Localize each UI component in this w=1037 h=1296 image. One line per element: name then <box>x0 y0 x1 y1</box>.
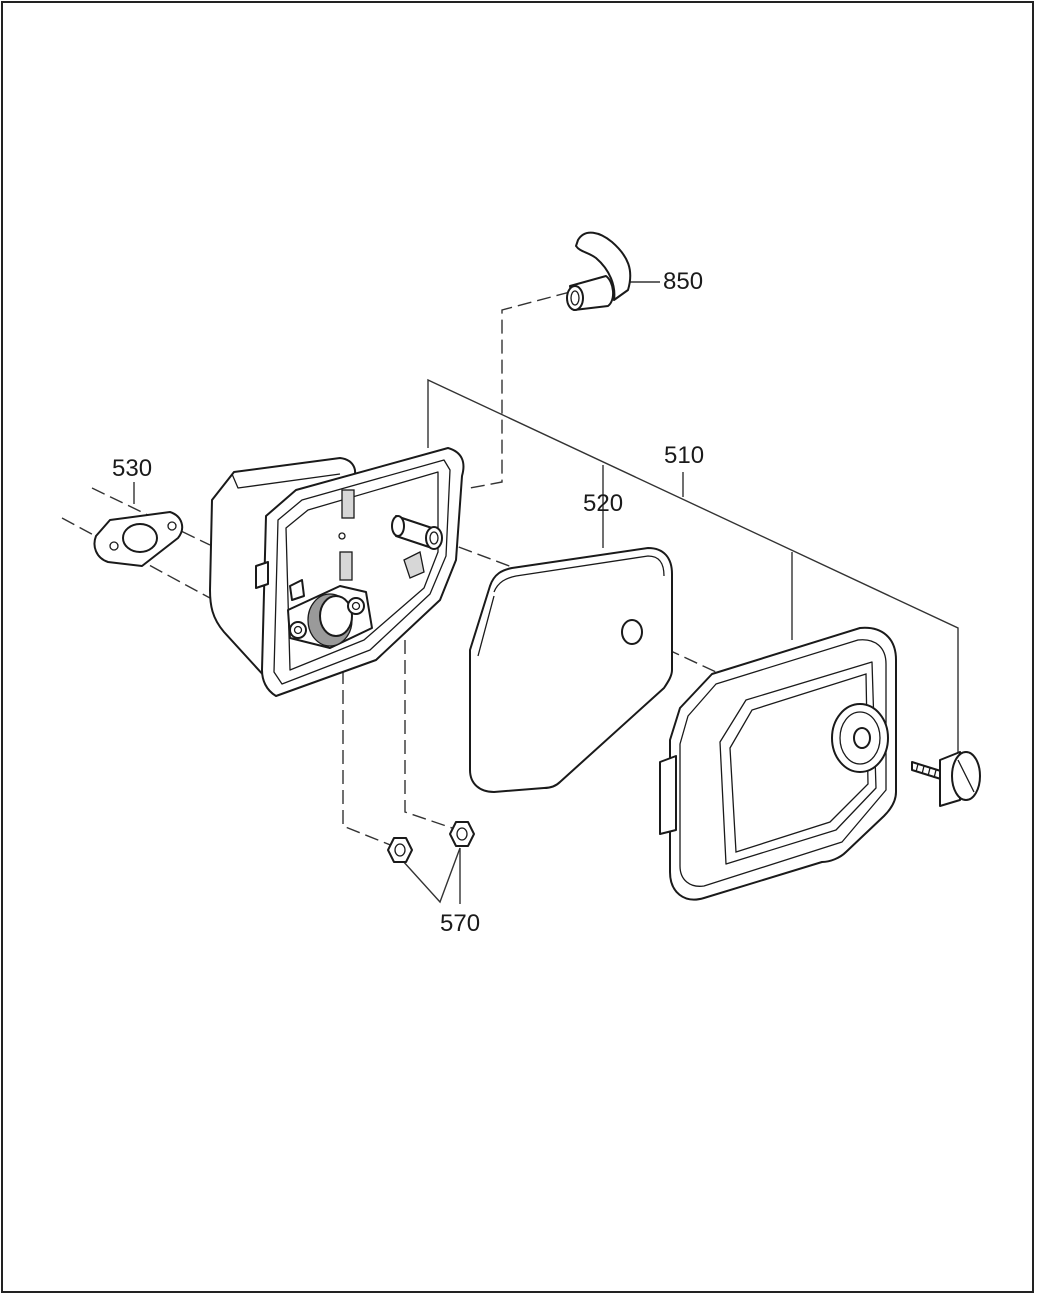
filter-element <box>470 548 672 792</box>
air-cleaner-cover <box>660 628 896 900</box>
nut-right <box>450 822 474 846</box>
assembly-line-hose <box>470 292 570 488</box>
callout-530: 530 <box>112 457 152 481</box>
wing-screw <box>912 752 980 806</box>
assembly-line-nut-right <box>405 640 458 830</box>
slot <box>340 552 352 580</box>
gasket <box>95 512 183 566</box>
air-cleaner-base <box>210 448 463 696</box>
slot <box>342 490 354 518</box>
nut-left <box>388 838 412 862</box>
leader-570 <box>402 848 460 902</box>
callout-570: 570 <box>440 912 480 936</box>
breather-hose <box>567 233 630 310</box>
callout-850: 850 <box>663 270 703 294</box>
callout-520: 520 <box>583 492 623 516</box>
assembly-line-nut-left <box>343 650 398 848</box>
callout-510: 510 <box>664 444 704 468</box>
